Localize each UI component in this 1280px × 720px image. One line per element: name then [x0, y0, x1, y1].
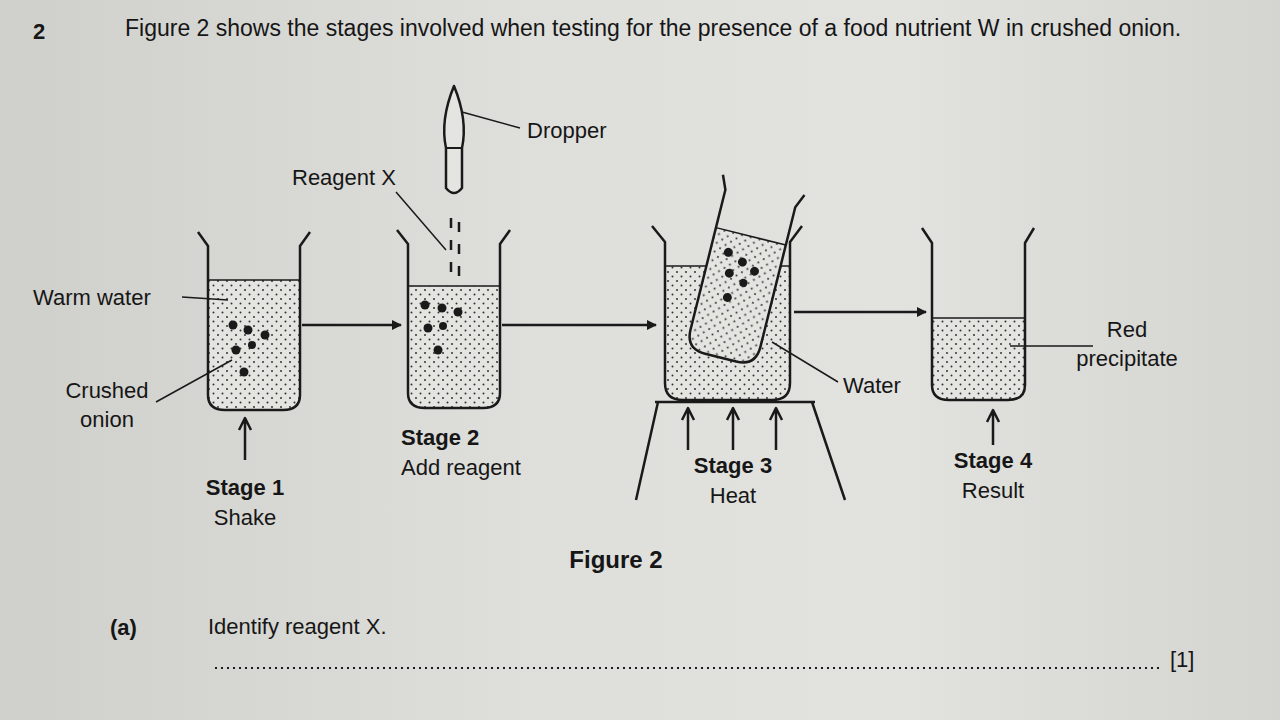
beaker-stage: Stage 2Add reagent [397, 228, 510, 410]
part-label: Red precipitate [1062, 316, 1192, 373]
beaker [397, 230, 510, 408]
heat-arrows [682, 408, 782, 450]
beaker [652, 226, 802, 400]
part-label: Crushed onion [52, 377, 162, 434]
sub-question: (a) [110, 614, 137, 643]
test-tube [680, 175, 805, 368]
process-arrow [794, 311, 926, 314]
process-arrow [502, 324, 656, 327]
stage-label: Stage 3Heat [694, 451, 772, 510]
part-label: Water [843, 372, 901, 401]
stage-action: Add reagent [401, 453, 521, 483]
stage-heading: Stage 2 [401, 423, 521, 453]
tube-surface [716, 228, 786, 245]
stage-heading: Stage 1 [206, 473, 284, 503]
answer-line [215, 667, 1160, 669]
question-text: Figure 2 shows the stages involved when … [125, 14, 1185, 44]
question-number: 2 [33, 18, 45, 47]
marks: [1] [1170, 646, 1194, 675]
stage-heading: Stage 4 [954, 446, 1032, 476]
stage-action: Heat [694, 481, 772, 511]
drops [451, 218, 459, 276]
stage-label: Stage 2Add reagent [401, 423, 521, 482]
beaker [922, 228, 1034, 400]
stage-action: Shake [206, 503, 284, 533]
figure-caption: Figure 2 [569, 544, 662, 575]
stage-action: Result [954, 476, 1032, 506]
tube-liquid [686, 228, 786, 367]
part-label: Reagent X [292, 164, 396, 193]
beaker-stage: Stage 4Result [922, 228, 1034, 402]
dropper [444, 86, 464, 193]
pointer-arrows [239, 410, 999, 460]
beaker [198, 232, 310, 410]
leader-lines [156, 112, 1093, 402]
stage-heading: Stage 3 [694, 451, 772, 481]
dropper-neck [446, 147, 462, 149]
water-surface [208, 279, 300, 281]
stage-label: Stage 4Result [954, 446, 1032, 505]
water [408, 286, 500, 408]
water-surface [408, 285, 500, 287]
stage-label: Stage 1Shake [206, 473, 284, 532]
beaker-stage: Stage 1Shake [198, 230, 310, 412]
water [932, 318, 1025, 400]
onion-pieces [712, 247, 763, 308]
part-label: Warm water [33, 284, 151, 313]
process-arrow [302, 324, 401, 327]
part-label: Dropper [527, 117, 606, 146]
beaker-stage: Stage 3Heat [652, 225, 802, 402]
question-prompt: Identify reagent X. [208, 613, 387, 642]
onion-pieces [229, 301, 463, 377]
water-surface [932, 317, 1025, 319]
